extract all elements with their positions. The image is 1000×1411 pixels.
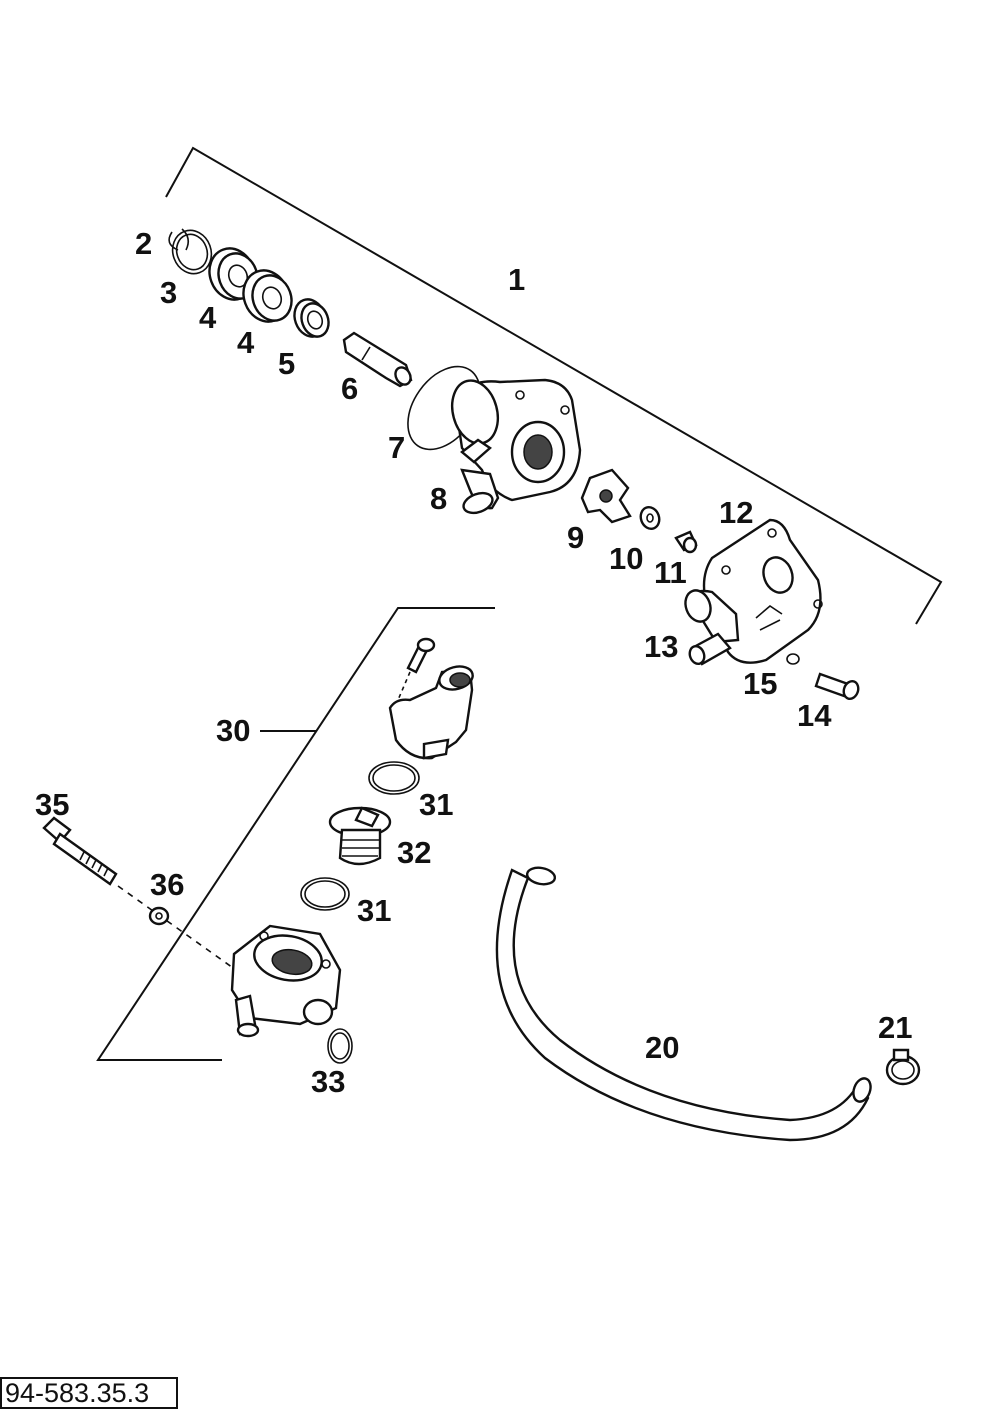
callout-13: 13 xyxy=(644,629,678,664)
small-o-ring-part xyxy=(786,653,800,665)
drawing-reference-number: 94-583.35.3 xyxy=(5,1378,149,1408)
callout-33: 33 xyxy=(311,1064,345,1099)
impeller-part xyxy=(580,468,632,524)
thermostat-housing-part xyxy=(230,924,342,1038)
callout-36: 36 xyxy=(150,867,184,902)
callout-12: 12 xyxy=(719,495,753,530)
thermostat-part xyxy=(328,806,392,866)
callout-21: 21 xyxy=(878,1010,912,1045)
callout-4b: 4 xyxy=(237,325,255,360)
circlip-part xyxy=(168,228,190,251)
callout-9: 9 xyxy=(567,520,584,555)
screw-cover-part xyxy=(814,672,860,700)
retaining-ring-part xyxy=(171,229,213,275)
callout-14: 14 xyxy=(797,698,832,733)
shaft-seal-part xyxy=(293,298,330,338)
callout-4a: 4 xyxy=(199,300,217,335)
assembly-1-bracket xyxy=(165,146,943,625)
long-bolt-part xyxy=(42,816,251,981)
callout-8: 8 xyxy=(430,481,447,516)
o-ring-upper-part xyxy=(368,761,420,795)
callout-5: 5 xyxy=(278,346,295,381)
callout-35: 35 xyxy=(35,787,69,822)
callout-1: 1 xyxy=(508,262,525,297)
o-ring-33-part xyxy=(327,1028,353,1064)
callout-32: 32 xyxy=(397,835,431,870)
callout-11: 11 xyxy=(654,555,687,590)
callout-31b: 31 xyxy=(357,893,391,928)
callout-31a: 31 xyxy=(419,787,453,822)
washer-part xyxy=(639,506,661,530)
callout-7: 7 xyxy=(388,430,405,465)
coolant-hose-part xyxy=(495,866,872,1142)
pump-housing-part xyxy=(450,378,582,515)
pump-cover-part xyxy=(684,518,823,666)
washer-36-part xyxy=(148,906,170,926)
callout-6: 6 xyxy=(341,371,358,406)
callout-15: 15 xyxy=(743,666,777,701)
assembly-30-bracket xyxy=(96,607,495,1061)
drawing-reference-box: 94-583.35.3 xyxy=(0,1377,178,1409)
callout-2: 2 xyxy=(135,226,152,261)
callout-10: 10 xyxy=(609,541,643,576)
o-ring-lower-part xyxy=(300,877,350,911)
callout-30: 30 xyxy=(216,713,250,748)
pump-shaft-part xyxy=(342,331,413,388)
hose-clamp-part xyxy=(885,1048,921,1086)
callout-3: 3 xyxy=(160,275,177,310)
bearing-part-b xyxy=(242,269,293,323)
callout-20: 20 xyxy=(645,1030,679,1065)
screw-small-part xyxy=(674,530,698,554)
thermostat-cover-screw-part xyxy=(397,637,436,701)
thermostat-cover-part xyxy=(388,665,474,760)
